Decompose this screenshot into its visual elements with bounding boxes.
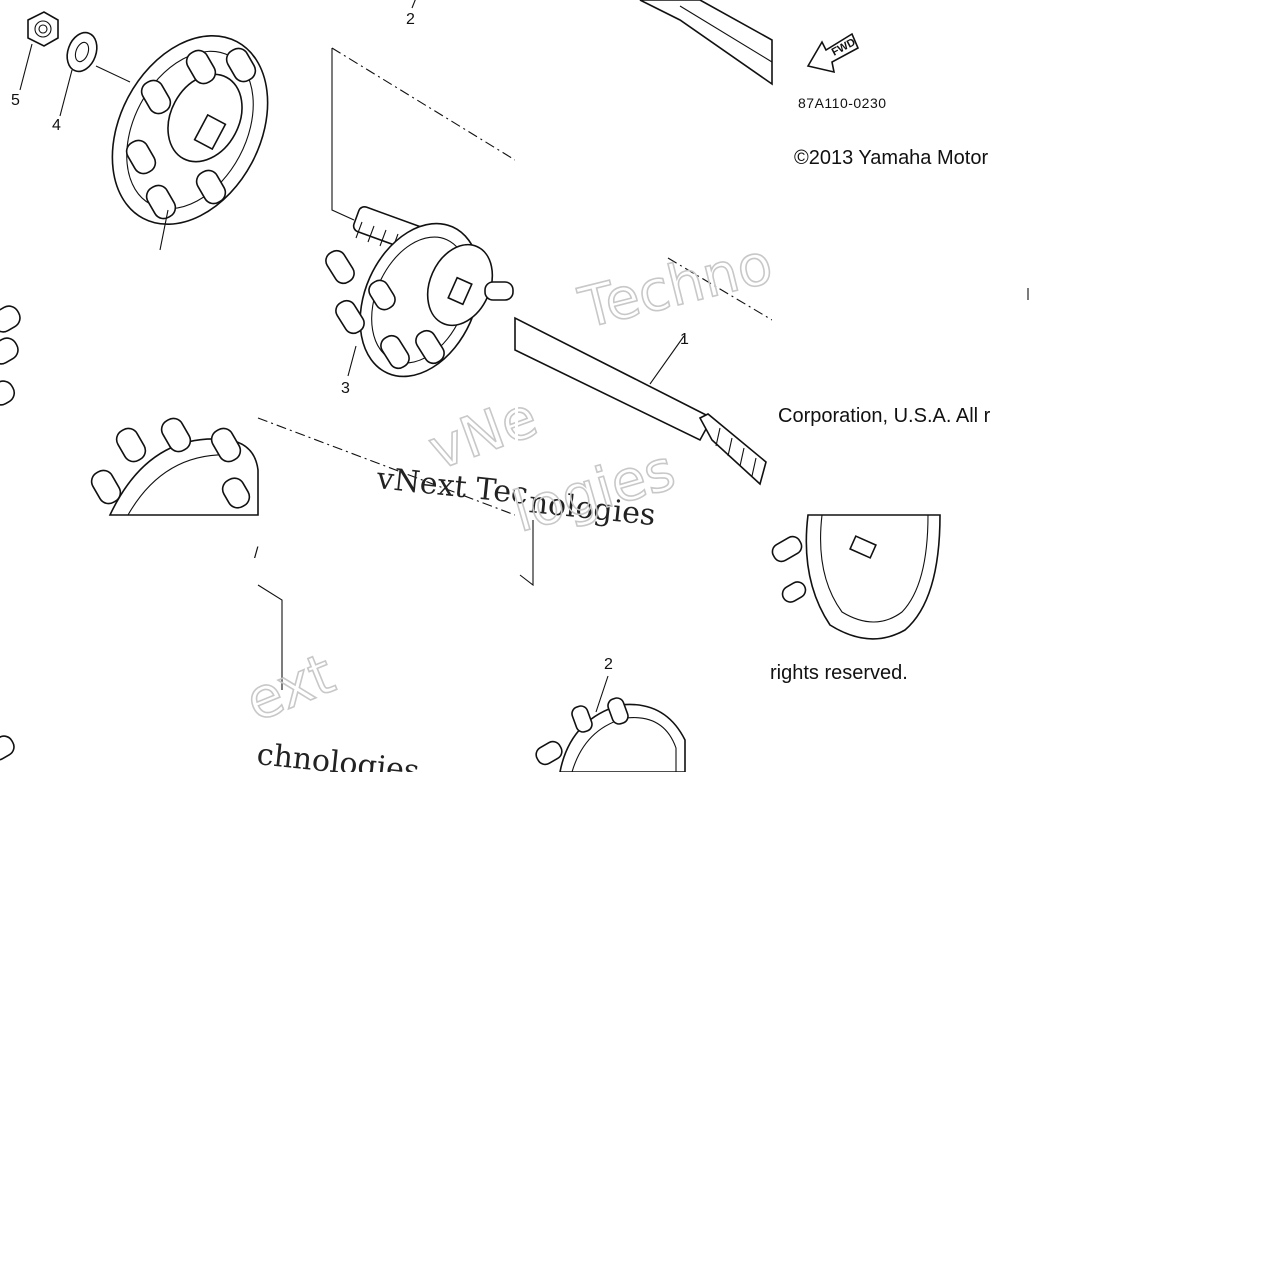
watermark-logies: logies [506,438,682,546]
callout-fragment: / [254,545,259,562]
watermark-vne: vNe [421,385,546,484]
part-code: 87A110-0230 [798,95,887,111]
copyright-line-2: Corporation, U.S.A. All r [778,405,991,427]
sprocket-fragment-left [0,305,21,406]
shaft-upper-fragment [639,0,773,86]
ring-sprocket-right [771,514,941,640]
drive-sprocket-upper [111,34,269,251]
callout-5: 5 [11,92,20,109]
copyright-line-3: rights reserved. [770,662,908,684]
copyright-line-1: ©2013 Yamaha Motor [794,147,988,169]
nut-part [27,11,59,47]
callout-2-top: 2 [406,11,415,28]
sprocket-fragment-bottom-left [0,735,15,761]
callout-4: 4 [52,117,61,134]
callout-1: 1 [680,331,689,348]
washer-part [66,31,98,73]
main-shaft [514,316,767,486]
watermark-next: ext [237,642,343,735]
drive-sprocket-3 [325,222,514,378]
drive-sprocket-2-bottom [535,697,686,773]
fwd-arrow: FWD [806,32,860,74]
drive-sprocket-lower-left [90,417,259,516]
watermark-techno: Techno [573,231,779,342]
callout-3: 3 [341,380,350,397]
callout-2-bottom: 2 [604,656,613,673]
